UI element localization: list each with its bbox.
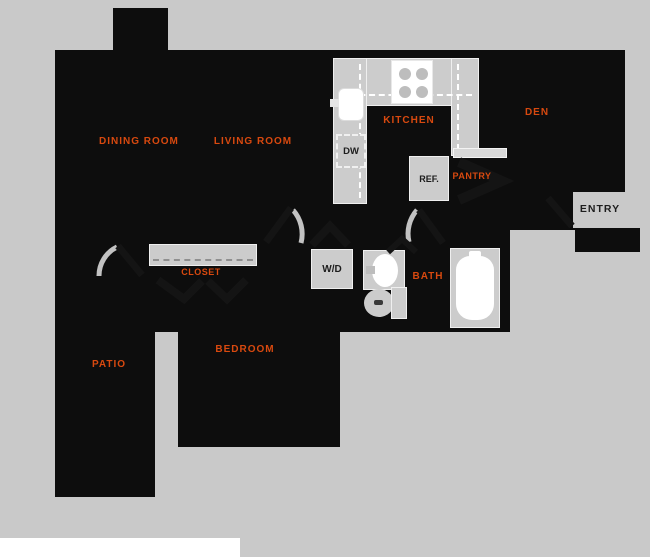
room-label-bedroom: BEDROOM: [215, 344, 275, 355]
refrigerator: REF.: [409, 156, 449, 201]
dishwasher: DW: [336, 134, 366, 168]
toilet-icon: [364, 287, 410, 321]
stove-burners-icon: [391, 60, 433, 104]
upper-cabinet-line: [457, 64, 459, 150]
kitchen-sink-icon: [338, 88, 364, 121]
closet-rod-icon: [149, 244, 257, 266]
refrigerator-label: REF.: [419, 173, 439, 184]
entry-recess: [573, 192, 650, 228]
room-label-den: DEN: [524, 107, 550, 118]
unit-patio-block: [55, 332, 155, 497]
room-label-closet: CLOSET: [181, 267, 221, 277]
bathtub-icon: [450, 248, 500, 328]
unit-entry-step: [575, 228, 640, 252]
pantry-shelf: [453, 148, 507, 158]
closet-rod-line: [153, 259, 253, 261]
kitchen-counter-left: [333, 58, 367, 204]
room-label-kitchen: KITCHEN: [383, 115, 435, 126]
kitchen-faucet-icon: [330, 99, 339, 107]
entry-label: ENTRY: [579, 203, 621, 215]
tub-faucet-icon: [469, 251, 481, 259]
washer-dryer: W/D: [311, 249, 353, 289]
dishwasher-label: DW: [343, 145, 359, 157]
upper-cabinet-line: [359, 64, 361, 198]
room-label-patio: PATIO: [91, 359, 127, 370]
unit-wall-tab: [113, 8, 168, 50]
room-label-pantry: PANTRY: [452, 171, 492, 181]
bath-sink-icon: [372, 254, 398, 287]
unit-bedroom-block: [178, 332, 340, 447]
bath-vanity: [363, 250, 405, 290]
washer-dryer-label: W/D: [322, 263, 342, 275]
room-label-bath: BATH: [412, 271, 444, 282]
room-label-dining: DINING ROOM: [99, 136, 179, 147]
bath-faucet-icon: [366, 266, 375, 274]
site-cutout: [0, 538, 240, 557]
kitchen-counter-right: [451, 58, 479, 156]
room-label-living: LIVING ROOM: [213, 136, 293, 147]
